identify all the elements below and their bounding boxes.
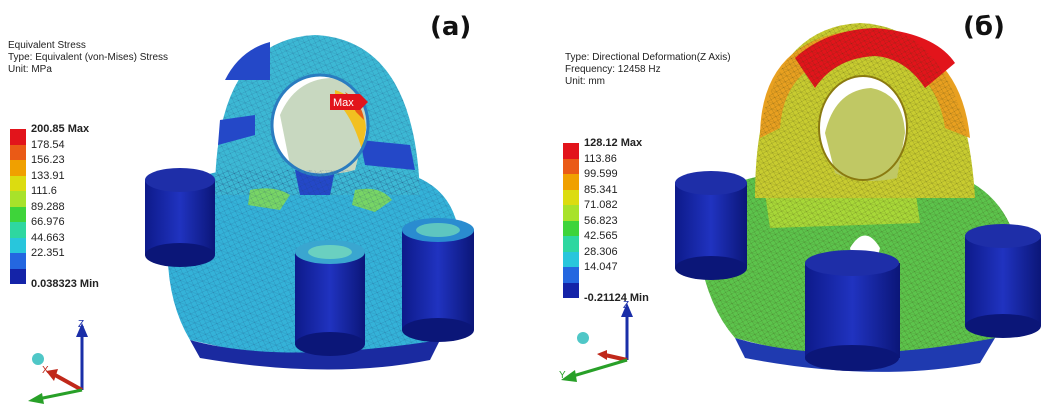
legend-value: 44.663 [31, 231, 65, 244]
right-boss [402, 218, 474, 342]
deformation-model-render [675, 23, 1041, 372]
legend-swatch [563, 205, 579, 221]
x-axis-label: X [42, 365, 49, 376]
y-axis [572, 358, 628, 378]
panel-label: (б) [963, 12, 1005, 42]
legend-value: 113.86 [584, 152, 617, 165]
legend-swatch [563, 220, 579, 236]
max-probe-marker: Max [330, 94, 368, 110]
left-boss [675, 171, 747, 280]
result-unit: Unit: MPa [8, 64, 52, 75]
triad-ball [577, 332, 589, 344]
legend-value: 128.12 Max [584, 137, 643, 149]
panel-directional-deformation: Type: Directional Deformation(Z Axis) Fr… [525, 0, 1049, 406]
result-type: Type: Equivalent (von-Mises) Stress [8, 52, 169, 63]
legend-swatch [563, 158, 579, 174]
legend-swatch [10, 222, 26, 238]
legend-swatch [10, 206, 26, 222]
legend-swatch [10, 129, 26, 145]
legend-value: 89.288 [31, 200, 65, 213]
legend-value: 133.91 [31, 169, 65, 182]
legend-value: 14.047 [584, 261, 618, 273]
legend-min-value: 0.038323 Min [31, 278, 99, 290]
stress-model-render: Max [145, 35, 474, 370]
legend-swatch [10, 268, 26, 284]
legend-value: 85.341 [584, 183, 618, 196]
right-boss [965, 224, 1041, 338]
x-axis [604, 353, 628, 362]
legend-value: 22.351 [31, 247, 65, 259]
legend-min-value: -0.21124 Min [584, 292, 649, 304]
legend-swatch [563, 236, 579, 252]
coordinate-triad: Z Y [559, 300, 633, 382]
legend-swatch [10, 160, 26, 176]
legend-swatch [10, 191, 26, 207]
legend-value: 28.306 [584, 245, 618, 258]
x-axis [54, 373, 83, 392]
y-axis [37, 388, 83, 401]
legend-value: 178.54 [31, 138, 65, 151]
result-title: Equivalent Stress [8, 40, 86, 51]
legend-swatch [563, 189, 579, 205]
legend-swatch [10, 175, 26, 191]
legend-swatch [563, 251, 579, 267]
legend-value: 66.976 [31, 216, 65, 228]
panel-label: (a) [430, 12, 472, 42]
max-probe-label: Max [333, 97, 354, 109]
legend-swatch [563, 174, 579, 190]
legend-value: 200.85 Max [31, 123, 90, 135]
result-type: Type: Directional Deformation(Z Axis) [565, 52, 731, 63]
z-axis-label: Z [623, 300, 629, 311]
result-info: Equivalent Stress Type: Equivalent (von-… [8, 40, 168, 76]
middle-boss [805, 250, 900, 371]
left-boss [145, 168, 215, 267]
legend-value: 156.23 [31, 154, 65, 166]
middle-boss [295, 240, 365, 356]
y-axis-label: Y [559, 370, 566, 381]
legend-swatch [10, 253, 26, 269]
panel-equivalent-stress: Max Equivalent Stress Type: Equivalent (… [8, 12, 474, 404]
legend-swatch [563, 282, 579, 298]
legend-swatch [563, 267, 579, 283]
legend-swatch [563, 143, 579, 159]
triad-ball [32, 353, 44, 365]
legend-value: 56.823 [584, 214, 618, 227]
z-axis-label: Z [78, 319, 84, 330]
legend-swatch [10, 144, 26, 160]
coordinate-triad: Z X [28, 319, 88, 404]
legend-swatch [10, 237, 26, 253]
legend-value: 99.599 [584, 168, 618, 180]
legend-value: 42.565 [584, 230, 618, 242]
legend-value: 71.082 [584, 199, 618, 211]
result-unit: Unit: mm [565, 76, 605, 87]
result-frequency: Frequency: 12458 Hz [565, 64, 661, 75]
result-info: Type: Directional Deformation(Z Axis) Fr… [565, 52, 731, 88]
legend-value: 111.6 [31, 185, 57, 197]
